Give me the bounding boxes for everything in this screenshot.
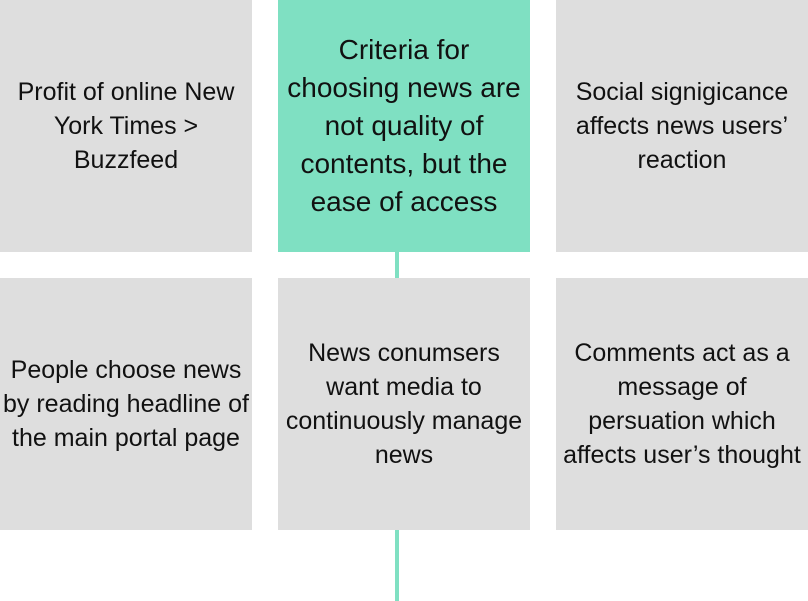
card-text: Criteria for choosing news are not quali… <box>287 34 521 217</box>
card-online-profit: Profit of online New York Times > Buzzfe… <box>0 0 252 252</box>
card-social-significance: Social signigicance affects news users’ … <box>556 0 808 252</box>
card-text: News conumsers want media to continuousl… <box>285 339 523 469</box>
card-media-management: News conumsers want media to continuousl… <box>278 278 530 530</box>
card-criteria-highlighted: Criteria for choosing news are not quali… <box>278 0 530 252</box>
card-text: Comments act as a message of persuation … <box>563 339 801 469</box>
card-comments-persuasion: Comments act as a message of persuation … <box>556 278 808 530</box>
connector-line-bottom <box>395 530 399 601</box>
card-text: Social signigicance affects news users’ … <box>575 78 789 174</box>
card-text: People choose news by reading headline o… <box>2 356 250 452</box>
card-headline-reading: People choose news by reading headline o… <box>0 278 252 530</box>
card-text: Profit of online New York Times > Buzzfe… <box>17 78 235 174</box>
connector-line-top <box>395 252 399 278</box>
